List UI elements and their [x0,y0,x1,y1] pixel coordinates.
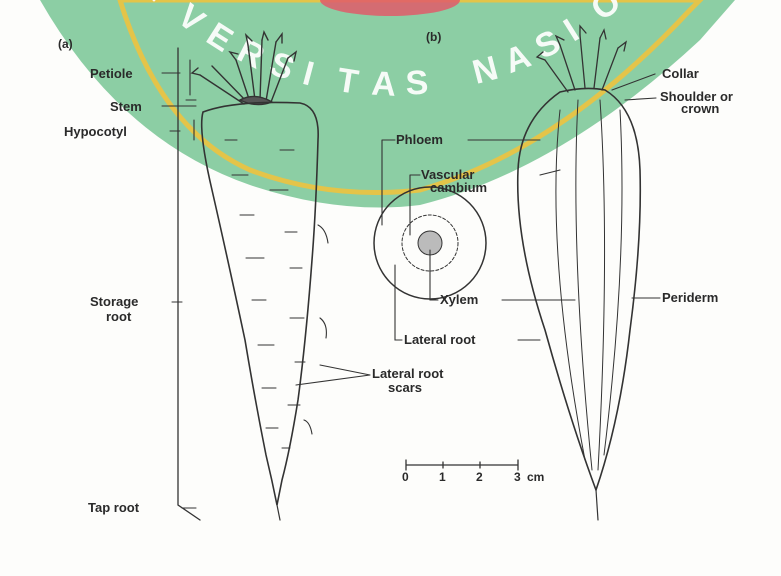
leader-lateral-root-scars [296,365,370,385]
watermark-letter: A [370,65,397,104]
scale-tick-2: 2 [476,470,483,484]
label-lateral-root-scars-line2: scars [388,380,422,395]
label-lateral-root-scars-line1: Lateral root [372,366,444,381]
label-vascular-cambium-line2: cambium [430,180,487,195]
label-hypocotyl: Hypocotyl [64,124,127,139]
label-storage-root-line2: root [106,309,132,324]
panel-a-letter: (a) [58,37,73,51]
watermark-band [40,0,735,208]
tap-root-tail [277,505,280,520]
label-lateral-root: Lateral root [404,332,476,347]
section-core-lines [556,100,622,470]
label-storage-root-line1: Storage [90,294,138,309]
scale-tick-3: 3 [514,470,521,484]
watermark-letter: S [405,64,429,103]
label-stem: Stem [110,99,142,114]
scale-bar [406,460,518,470]
label-collar: Collar [662,66,699,81]
label-phloem: Phloem [396,132,443,147]
label-petiole: Petiole [90,66,133,81]
watermark: UNIVERSITAS NASIONAL [40,0,735,208]
scale-unit: cm [527,470,544,484]
label-shoulder-line2: crown [681,101,719,116]
scale-tick-0: 0 [402,470,409,484]
panel-b-letter: (b) [426,30,441,44]
label-xylem: Xylem [440,292,478,307]
label-periderm: Periderm [662,290,718,305]
label-tap-root: Tap root [88,500,140,515]
section-tail [596,490,598,520]
scale-tick-1: 1 [439,470,446,484]
